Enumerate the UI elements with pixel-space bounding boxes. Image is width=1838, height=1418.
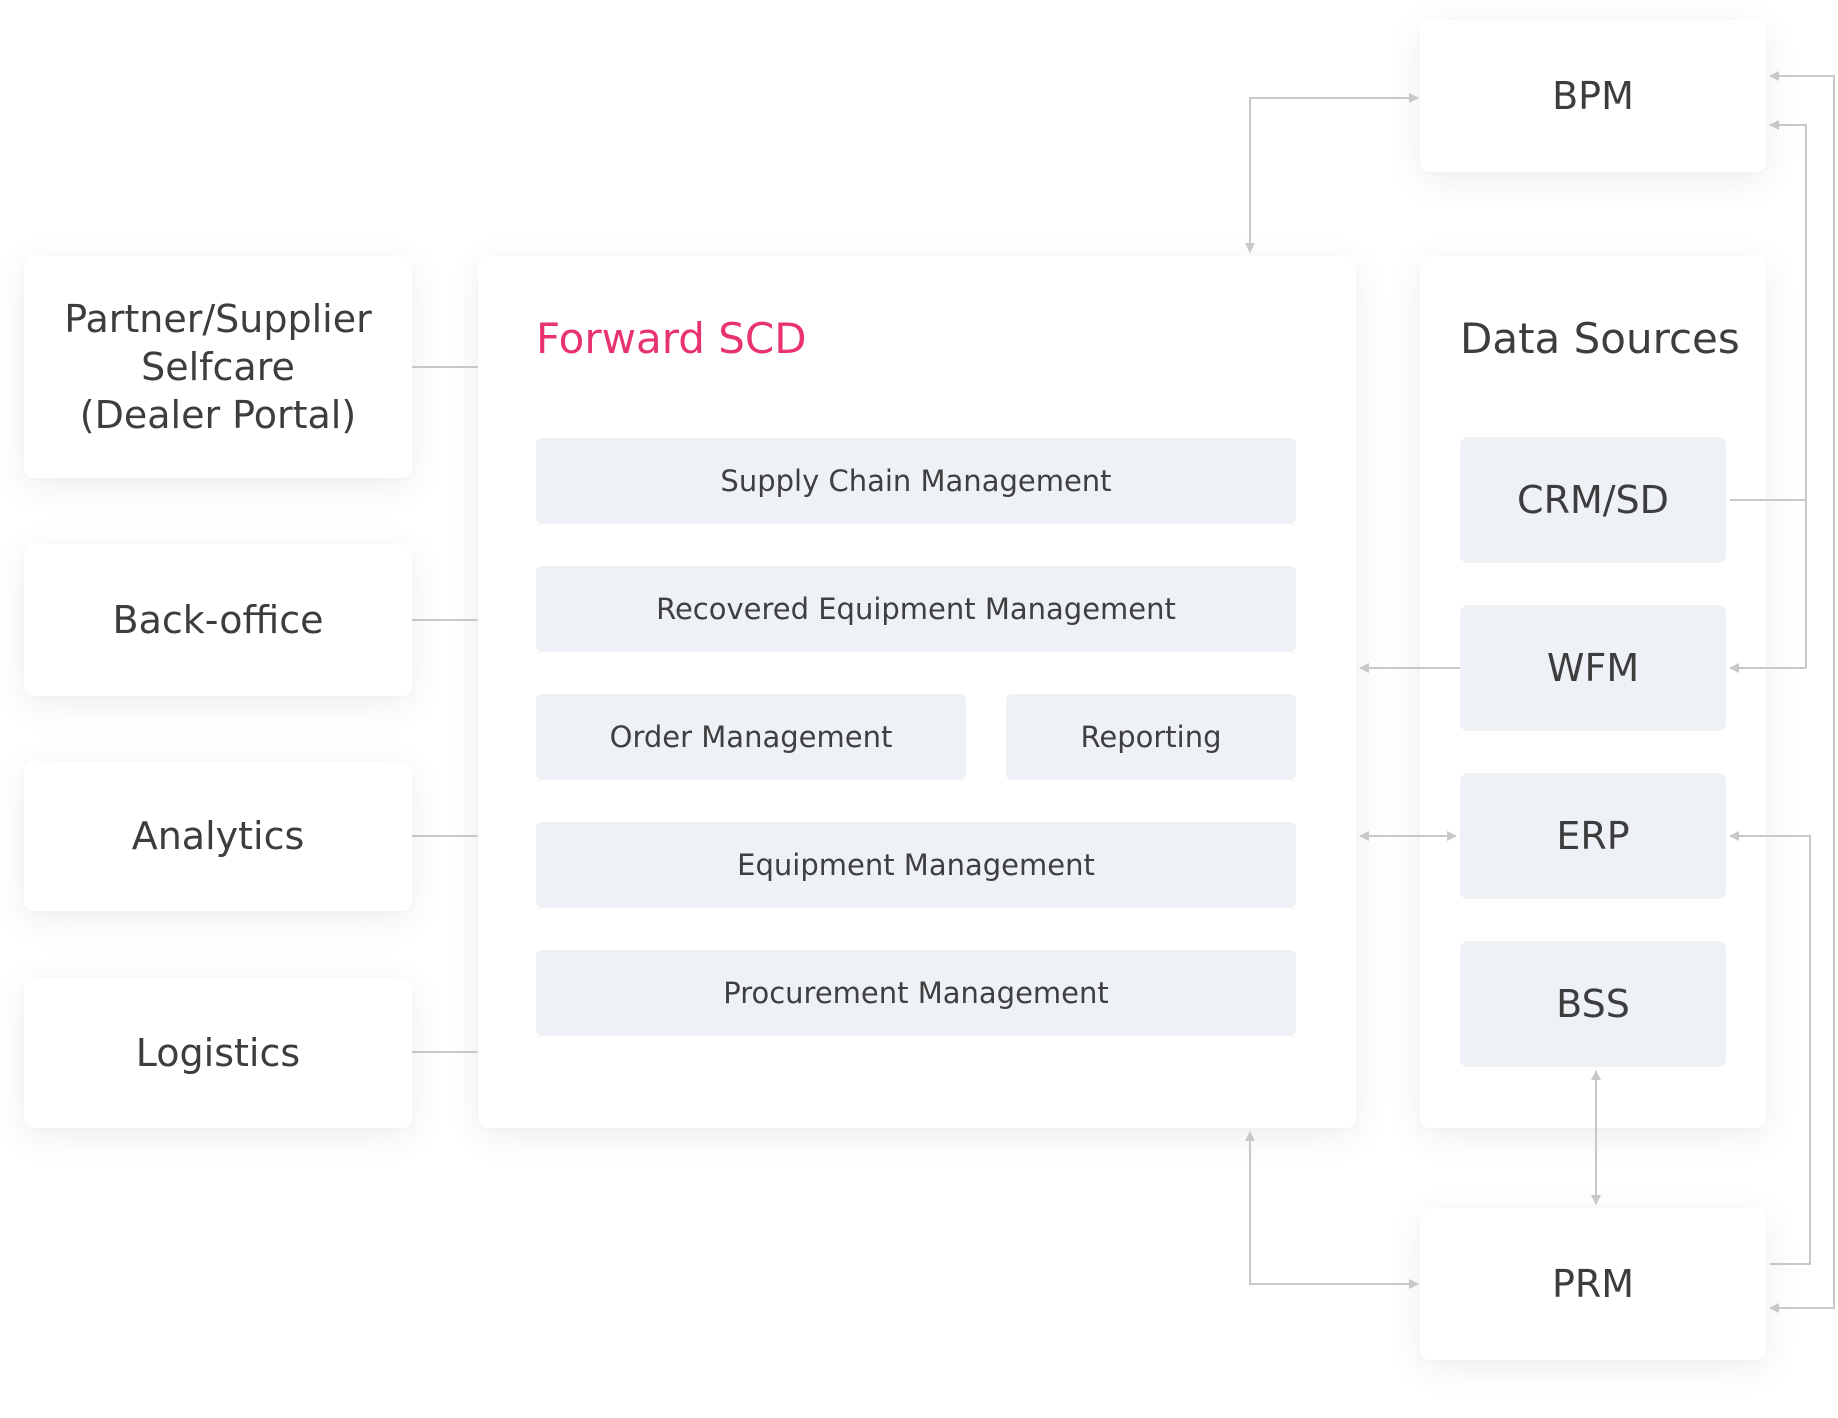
forward-scd-title: Forward SCD <box>536 314 807 363</box>
data-sources-panel: Data Sources CRM/SD WFM ERP BSS <box>1420 256 1766 1128</box>
back-office-panel: Back-office <box>24 544 412 696</box>
logistics-panel: Logistics <box>24 978 412 1128</box>
module-equipment-management: Equipment Management <box>536 822 1296 908</box>
data-sources-title: Data Sources <box>1460 314 1740 363</box>
partner-supplier-selfcare-panel: Partner/Supplier Selfcare (Dealer Portal… <box>24 256 412 478</box>
module-procurement-management: Procurement Management <box>536 950 1296 1036</box>
source-crm-sd: CRM/SD <box>1460 437 1726 563</box>
source-erp: ERP <box>1460 773 1726 899</box>
link-outer-loop <box>1769 71 1835 1313</box>
bpm-card: BPM <box>1420 20 1766 172</box>
prm-card: PRM <box>1420 1208 1766 1360</box>
link-scd-prm <box>1245 1131 1419 1289</box>
module-reporting: Reporting <box>1006 694 1296 780</box>
module-supply-chain-management: Supply Chain Management <box>536 438 1296 524</box>
source-bss: BSS <box>1460 941 1726 1067</box>
source-wfm: WFM <box>1460 605 1726 731</box>
link-scd-bpm <box>1245 93 1419 253</box>
analytics-panel: Analytics <box>24 761 412 911</box>
module-recovered-equipment-management: Recovered Equipment Management <box>536 566 1296 652</box>
forward-scd-panel: Forward SCD Supply Chain Management Reco… <box>478 256 1356 1128</box>
module-order-management: Order Management <box>536 694 966 780</box>
